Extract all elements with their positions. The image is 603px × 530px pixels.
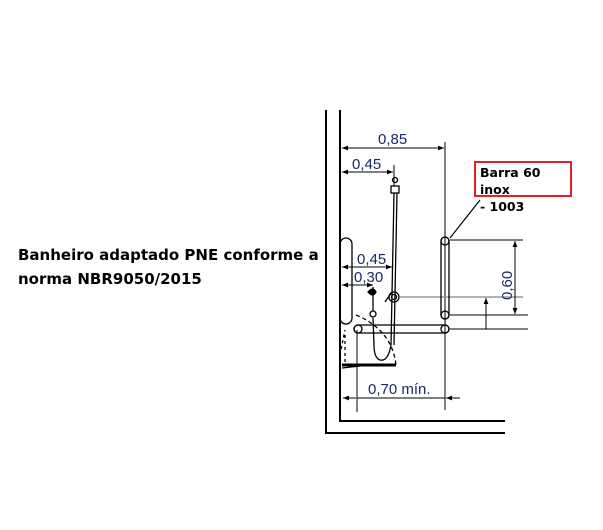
diagram-caption: Banheiro adaptado PNE conforme a norma N…	[18, 243, 319, 291]
caption-line-1: Banheiro adaptado PNE conforme a	[18, 246, 319, 264]
extension-lines	[356, 142, 528, 412]
dimension-lines	[342, 145, 518, 401]
callout-line-1: Barra 60 inox	[480, 165, 541, 197]
wall-grab-bar	[339, 237, 353, 325]
dim-030: 0,30	[354, 269, 383, 286]
grab-bars	[339, 236, 450, 334]
dim-045-mid: 0,45	[357, 251, 386, 268]
horizontal-grab-bar	[353, 324, 450, 334]
callout-leader	[449, 199, 481, 239]
caption-line-2: norma NBR9050/2015	[18, 270, 202, 288]
dim-060: 0,60	[499, 271, 516, 300]
dim-045-top: 0,45	[352, 156, 381, 173]
dim-070-min: 0,70 mín.	[368, 381, 431, 398]
grab-bar-callout: Barra 60 inox - 1003	[474, 161, 572, 214]
walls	[325, 110, 505, 434]
shower-fixture	[339, 176, 400, 369]
callout-line-2: - 1003	[480, 199, 525, 214]
dim-085: 0,85	[378, 131, 407, 148]
